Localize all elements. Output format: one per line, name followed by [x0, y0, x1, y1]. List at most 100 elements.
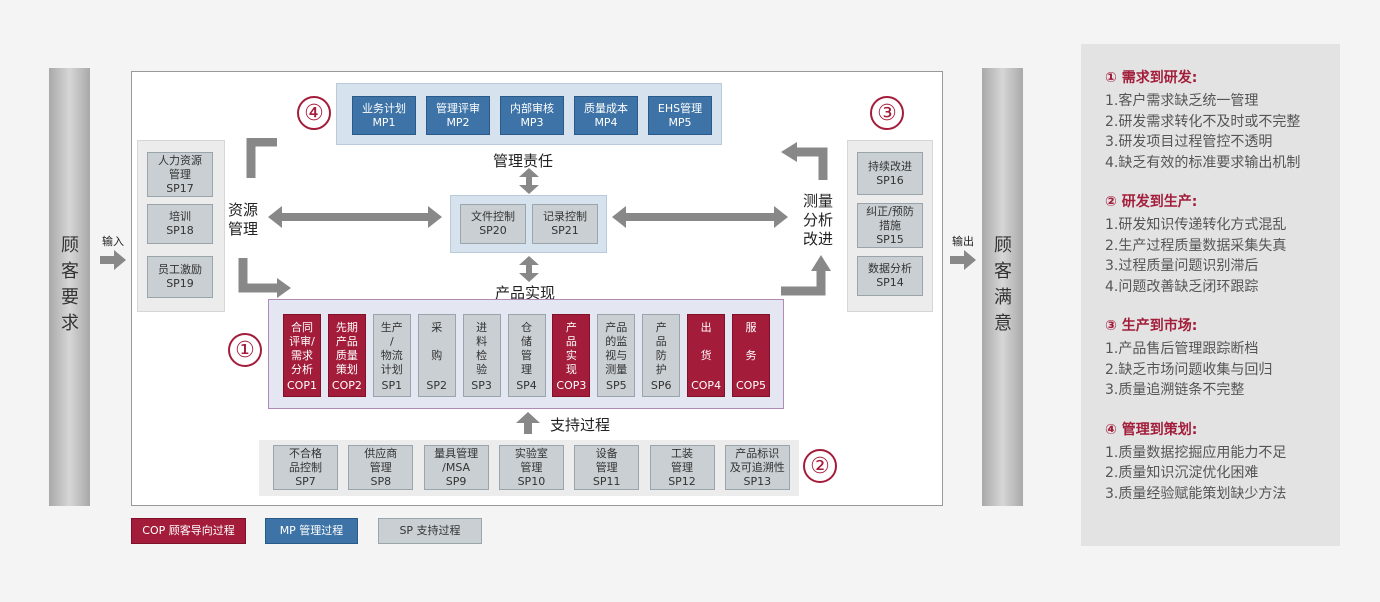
circle-number-2: ② — [803, 449, 837, 483]
legend-cop: COP 顾客导向过程 — [131, 518, 246, 544]
product-step-code: SP5 — [605, 379, 627, 392]
mp-box-code: MP3 — [520, 115, 544, 129]
customer-satisfaction-column — [982, 68, 1023, 506]
output-label: 输出 — [952, 235, 974, 248]
support-box-code: SP13 — [743, 474, 772, 488]
legend-sp: SP 支持过程 — [378, 518, 482, 544]
product-step-label: 出 货 — [700, 321, 712, 362]
product-step-code: SP1 — [381, 379, 403, 392]
product-step-box: 先期 产品 质量 策划 COP2 — [327, 314, 366, 397]
input-arrow-icon — [100, 250, 126, 270]
panel-item: 3.质量经验赋能策划缺少方法 — [1105, 485, 1287, 502]
right-sp-box-code: SP14 — [876, 276, 904, 289]
mp-box-code: MP4 — [594, 115, 618, 129]
right-sp-box-code: SP16 — [876, 173, 904, 187]
panel-item: 2.缺乏市场问题收集与回归 — [1105, 361, 1273, 378]
mp-box-label: 质量成本 — [584, 101, 628, 115]
circle-number-4: ④ — [297, 96, 331, 130]
left-sp-box-code: SP17 — [166, 181, 194, 195]
right-sp-box-label: 纠正/预防 措施 — [866, 204, 914, 232]
panel-spacer — [1105, 173, 1335, 191]
up-arrow-support-icon — [516, 412, 540, 434]
panel-spacer — [1105, 504, 1335, 522]
support-box-label: 量具管理 /MSA — [434, 446, 479, 474]
product-step-code: COP4 — [691, 379, 722, 392]
product-step-code: SP6 — [650, 379, 672, 392]
mp-box-code: MP2 — [446, 115, 470, 129]
support-box-code: SP9 — [445, 474, 467, 488]
panel-item: 1.质量数据挖掘应用能力不足 — [1105, 444, 1287, 461]
product-step-code: COP2 — [331, 379, 362, 392]
support-box-code: SP11 — [592, 474, 621, 488]
support-box-code: SP10 — [517, 474, 546, 488]
product-step-code: COP5 — [736, 379, 766, 392]
elbow-arrow-top-left-icon — [246, 138, 277, 178]
panel-section-title: ③ 生产到市场: — [1105, 318, 1198, 334]
left-sp-box-label: 培训 — [169, 210, 191, 223]
center-box-code: SP20 — [479, 224, 507, 237]
product-step-label: 先期 产品 质量 策划 — [335, 321, 358, 376]
panel-item: 3.质量追溯链条不完整 — [1105, 382, 1245, 398]
customer-requirement-column — [49, 68, 90, 506]
double-arrow-left-icon — [268, 206, 442, 228]
product-step-label: 产 品 实 现 — [565, 321, 577, 376]
product-step-label: 合同 评审/ 需求 分析 — [289, 321, 315, 376]
support-box-code: SP8 — [370, 474, 392, 488]
elbow-arrow-bottom-left-icon — [238, 258, 291, 298]
double-arrow-right-icon — [612, 206, 788, 228]
panel-spacer — [1105, 401, 1335, 419]
center-box-label: 记录控制 — [543, 210, 587, 223]
right-sp-box-code: SP15 — [876, 232, 904, 246]
updown-arrow-top-icon — [519, 168, 539, 194]
mp-box-code: MP5 — [668, 115, 692, 129]
product-realization-label: 产品实现 — [495, 284, 556, 302]
elbow-arrow-top-right-icon — [781, 142, 828, 180]
panel-item: 1.研发知识传递转化方式混乱 — [1105, 217, 1287, 233]
mp-box-label: EHS管理 — [657, 101, 703, 115]
elbow-arrow-bottom-right-icon — [781, 255, 831, 296]
product-step-box: 产 品 防 护 SP6 — [642, 314, 681, 397]
management-responsibility-label: 管理责任 — [493, 152, 554, 170]
mp-box-label: 业务计划 — [362, 101, 406, 115]
panel-item: 3.研发项目过程管控不透明 — [1105, 134, 1273, 150]
product-step-code: SP2 — [426, 379, 447, 392]
issues-panel — [1081, 44, 1340, 546]
panel-item: 2.质量知识沉淀优化困难 — [1105, 465, 1259, 481]
panel-item: 2.研发需求转化不及时或不完整 — [1105, 113, 1301, 130]
panel-item: 3.过程质量问题识别滞后 — [1105, 258, 1259, 274]
circle-number-3: ③ — [870, 96, 904, 130]
product-step-label: 生产 / 物流 计划 — [380, 321, 403, 376]
product-step-box: 合同 评审/ 需求 分析 COP1 — [283, 314, 321, 397]
panel-section-title: ④ 管理到策划: — [1105, 421, 1198, 438]
legend-mp: MP 管理过程 — [265, 518, 358, 544]
panel-spacer — [1105, 297, 1335, 315]
product-step-label: 采 购 — [431, 321, 443, 362]
product-step-label: 产 品 防 护 — [655, 321, 667, 376]
right-sp-box-label: 数据分析 — [868, 262, 912, 275]
customer-requirement-text: 顾客要求 — [61, 235, 79, 334]
panel-item: 4.缺乏有效的标准要求输出机制 — [1105, 154, 1301, 171]
center-box-code: SP21 — [551, 224, 579, 237]
panel-section-title: ① 需求到研发: — [1105, 70, 1198, 86]
product-step-code: COP1 — [287, 379, 317, 392]
